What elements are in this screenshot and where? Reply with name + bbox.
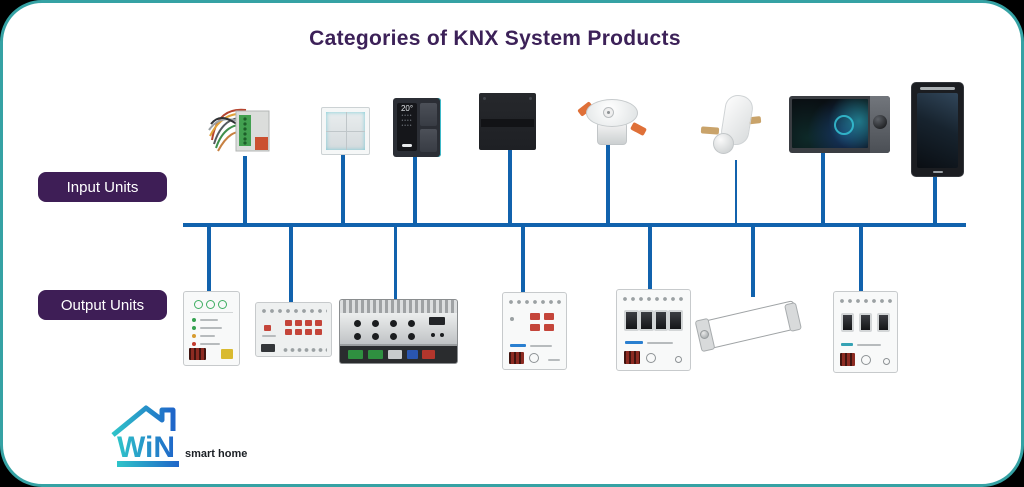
screw-hole (883, 358, 890, 365)
terminal-red (509, 352, 524, 364)
connector-input-4 (508, 148, 512, 223)
panel-screen (792, 99, 868, 148)
switch-actuator-4ch-icon (616, 289, 691, 371)
screen-dial-graphic (834, 115, 854, 135)
led-green (192, 318, 196, 322)
thermostat-slider (402, 144, 412, 147)
glass-button-groove (481, 118, 534, 127)
sensor-face (586, 99, 638, 127)
connector-output-3 (394, 227, 397, 299)
knx-bus-line (183, 223, 966, 227)
terminal-blue (407, 350, 418, 359)
keyhole (529, 353, 539, 363)
terminal-red (624, 351, 640, 364)
button-pad (326, 112, 365, 150)
dimmer-actuator-icon (502, 292, 567, 370)
channel-buttons (285, 320, 325, 335)
channel-buttons (530, 313, 558, 331)
rocker-bottom (420, 129, 437, 152)
led-red (192, 342, 196, 346)
sensor-lens-icon (713, 133, 734, 154)
connector-input-3 (413, 155, 417, 223)
wall-plug-left (700, 126, 720, 135)
terminal-red (422, 350, 435, 359)
heatsink-fins (340, 300, 457, 313)
terminal-green (368, 350, 383, 359)
thermostat-buttons-dots: •••••••••••• (401, 113, 413, 129)
logo-underline (117, 461, 179, 467)
camera-strip (920, 87, 955, 90)
glass-push-button-icon (479, 93, 536, 150)
output-units-label-text: Output Units (60, 296, 145, 314)
corner-dot (483, 97, 486, 100)
connector-output-2 (289, 227, 293, 302)
led-amber (192, 334, 196, 338)
page-title: Categories of KNX System Products (309, 27, 681, 50)
output-units-label: Output Units (38, 290, 167, 320)
channel-switches (624, 310, 683, 331)
led-driver-icon (694, 295, 802, 360)
connector-output-5 (648, 227, 652, 289)
connector-input-8 (933, 173, 937, 223)
bus-connector (261, 344, 275, 352)
connector-input-2 (341, 151, 345, 223)
motion-sensor-icon (700, 91, 762, 162)
terminal-red (840, 353, 855, 366)
connector-input-1 (243, 156, 247, 223)
input-units-label: Input Units (38, 172, 167, 202)
program-button (264, 325, 271, 331)
cable-gland (700, 330, 709, 339)
logo-text: WiN (117, 431, 175, 464)
connector-input-6 (735, 160, 737, 223)
terminal-yellow (221, 349, 233, 359)
rotary-knob-icon (873, 115, 887, 129)
thermostat-display: 20° •••••••••••• (397, 103, 417, 151)
led (510, 317, 514, 321)
binary-input-module-with-wires-icon (206, 96, 273, 158)
connector-output-1 (207, 227, 211, 291)
mounting-clip-right (630, 121, 647, 137)
sensor-lens-icon (603, 107, 614, 118)
panel-screen (917, 93, 958, 168)
logo-tagline: smart home (185, 448, 247, 460)
house-roof-icon (111, 405, 176, 437)
keyhole (861, 355, 871, 365)
rack-dimmer-icon (339, 299, 458, 364)
connector-input-7 (821, 151, 825, 223)
win-smart-home-logo: WiN smart home (109, 401, 289, 471)
door-entry-panel-icon (911, 82, 964, 177)
led-green (192, 326, 196, 330)
push-button-4-gang-icon (321, 107, 370, 155)
terminal-red (189, 348, 206, 360)
speaker-slot (932, 171, 943, 173)
thermostat-value: 20° (400, 104, 414, 113)
power-supply-icon (183, 291, 240, 366)
connector-output-7 (859, 227, 863, 291)
terminal-green (348, 350, 363, 359)
connector-output-6 (751, 227, 755, 297)
mini-display (429, 317, 445, 325)
connector-output-4 (521, 227, 525, 292)
screw-hole (675, 356, 682, 363)
input-units-label-text: Input Units (66, 178, 139, 196)
switch-actuator-3ch-icon (833, 291, 898, 373)
corner-dot (529, 97, 532, 100)
keyhole (646, 353, 656, 363)
brand-mark (510, 344, 526, 347)
channel-switches (841, 313, 890, 332)
brand-mark (625, 341, 643, 344)
brand-mark (841, 343, 853, 346)
touch-panel-icon (789, 96, 890, 153)
connector-input-5 (606, 145, 610, 223)
switch-actuator-8ch-icon (255, 302, 332, 357)
terminal-gray (388, 350, 402, 359)
rocker-top (420, 103, 437, 126)
presence-sensor-icon (577, 99, 647, 147)
thermostat-push-button-icon: 20° •••••••••••• (393, 98, 441, 157)
brand-circles-icon (194, 300, 227, 309)
